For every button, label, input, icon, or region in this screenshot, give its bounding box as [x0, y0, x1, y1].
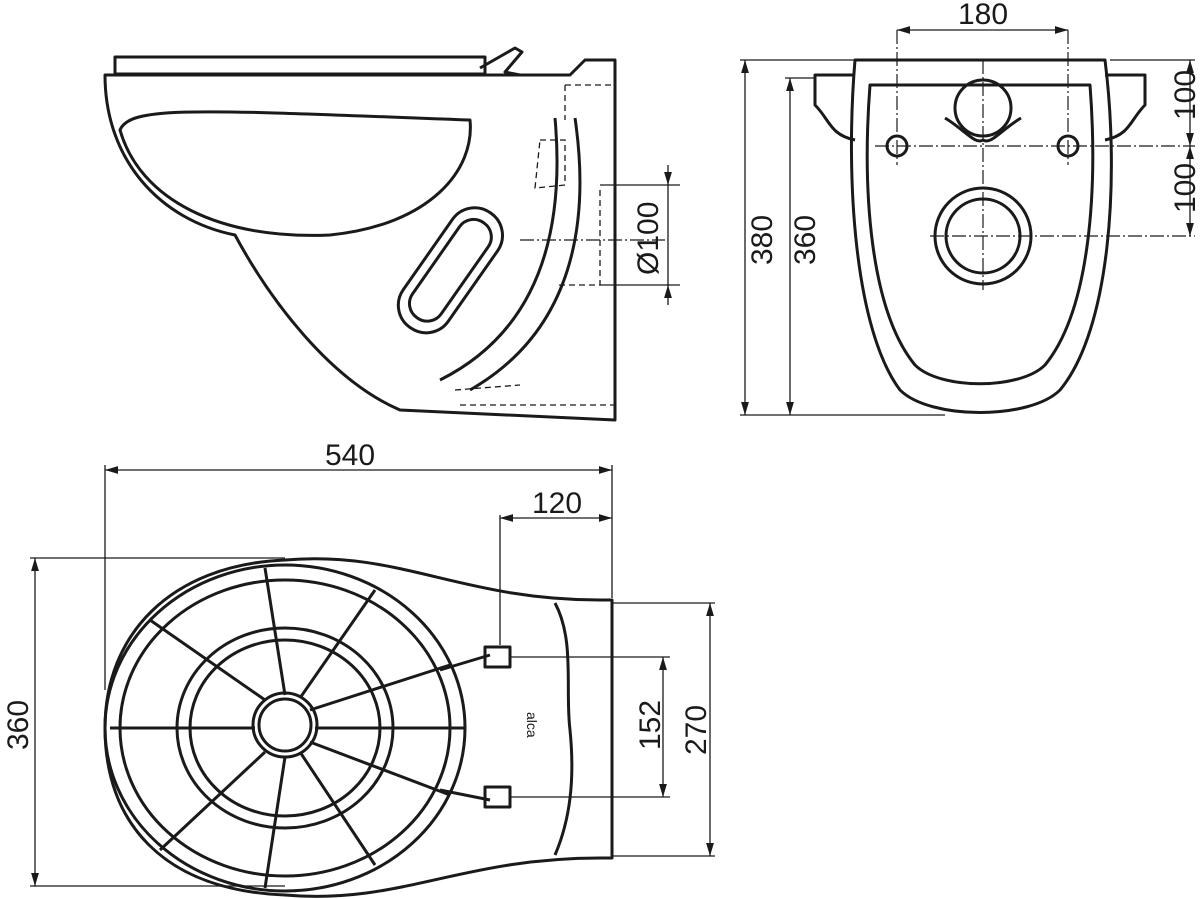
seat-lid [113, 55, 487, 76]
dim-offset: 120 [532, 487, 582, 520]
dim-total-height: 380 [746, 215, 779, 265]
dim-bolt-distance: 152 [634, 700, 667, 750]
dim-width: 360 [2, 700, 35, 750]
dim-length: 540 [325, 439, 375, 472]
outlet-slot [396, 206, 504, 335]
front-outline [849, 58, 1113, 414]
dim-plate-width: 270 [680, 705, 713, 755]
seat-hinge [479, 46, 524, 77]
dim-bowl-height: 360 [789, 215, 822, 265]
dim-bolt-spacing: 180 [958, 0, 1008, 31]
front-view: 180 100 100 380 360 [740, 0, 1200, 416]
side-view: Ø100 [103, 46, 680, 422]
dim-upper: 100 [1169, 70, 1200, 120]
bottom-view: alca 540 120 360 152 270 [2, 439, 715, 898]
bolt-bracket [483, 645, 512, 669]
bowl-outline [103, 58, 617, 422]
bottom-outline [103, 557, 614, 898]
brand-text: alca [524, 712, 540, 738]
dim-outlet-diameter: Ø100 [632, 202, 665, 275]
bowl-inner [118, 110, 472, 237]
bolt-bracket [483, 785, 512, 809]
dim-lower: 100 [1169, 163, 1200, 213]
